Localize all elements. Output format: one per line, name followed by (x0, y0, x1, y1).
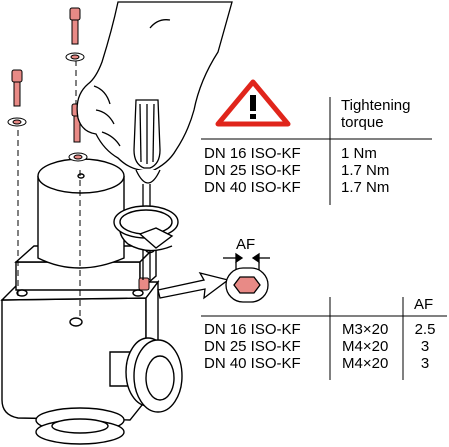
warning-icon (215, 79, 291, 127)
screw-af-header: AF (414, 296, 434, 313)
torque-value-cell: 1.7 Nm (341, 162, 390, 179)
callout-arrow-icon (157, 271, 230, 300)
screw-af-cell: 3 (420, 355, 430, 372)
screw-af-cell: 2.5 (414, 321, 436, 338)
screw-flange-cell: DN 25 ISO-KF (204, 338, 301, 355)
screw-left (7, 69, 27, 127)
table-rules (201, 97, 447, 380)
screw-size-cell: M4×20 (342, 355, 389, 372)
guide-lines (17, 60, 81, 320)
screw-in-flange (138, 277, 150, 291)
torque-flange-cell: DN 16 ISO-KF (204, 145, 301, 162)
screw-top (65, 7, 85, 62)
torque-header-line-2: torque (341, 114, 384, 131)
screw-size-column: M3×20 M4×20 M4×20 (342, 321, 388, 372)
torque-header: Tightening torque (341, 97, 411, 131)
torque-value-cell: 1 Nm (341, 145, 377, 162)
hex-socket-icon (223, 252, 270, 303)
torque-header-line-1: Tightening (341, 97, 411, 114)
screw-size-cell: M3×20 (342, 321, 389, 338)
rotation-arrow-icon (113, 205, 179, 252)
hand-icon (76, 1, 233, 173)
screw-flange-cell: DN 40 ISO-KF (204, 355, 301, 372)
torque-flange-cell: DN 40 ISO-KF (204, 179, 301, 196)
torque-flange-column: DN 16 ISO-KF DN 25 ISO-KF DN 40 ISO-KF (204, 145, 301, 196)
af-label: AF (236, 236, 256, 253)
torque-value-column: 1 Nm 1.7 Nm 1.7 Nm (341, 145, 389, 196)
torque-value-cell: 1.7 Nm (341, 179, 390, 196)
torque-flange-cell: DN 25 ISO-KF (204, 162, 301, 179)
screw-flange-cell: DN 16 ISO-KF (204, 321, 301, 338)
screw-af-column: 2.5 3 3 (406, 321, 444, 372)
screw-size-cell: M4×20 (342, 338, 389, 355)
screw-af-cell: 3 (420, 338, 430, 355)
screw-flange-column: DN 16 ISO-KF DN 25 ISO-KF DN 40 ISO-KF (204, 321, 301, 372)
valve-body (0, 158, 183, 445)
